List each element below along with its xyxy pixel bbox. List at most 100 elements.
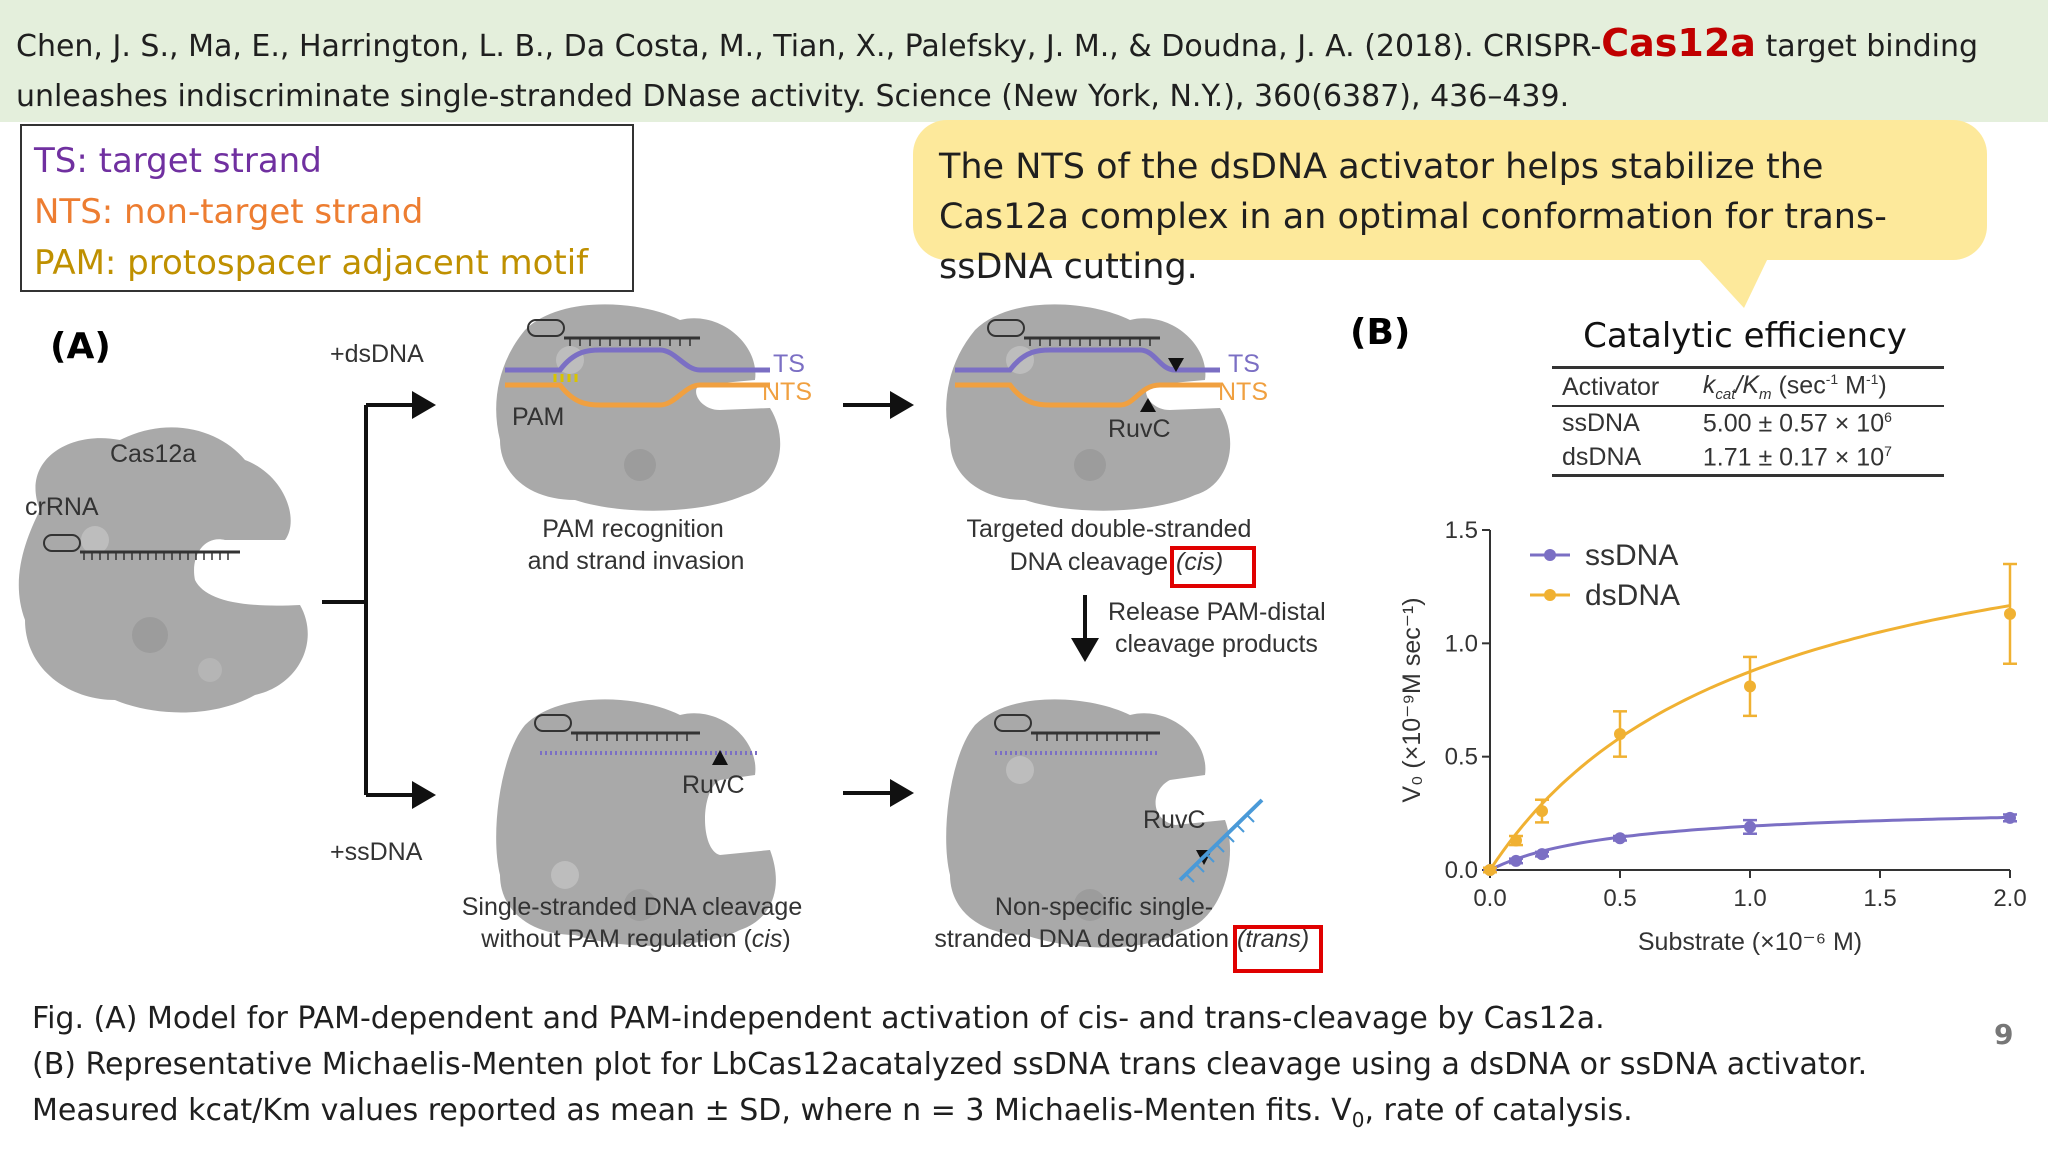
callout-text: The NTS of the dsDNA activator helps sta…: [939, 147, 1887, 287]
row-value-exp: 6: [1884, 409, 1892, 426]
col-k-sup1: -1: [1825, 371, 1839, 387]
ts-label-1: TS: [773, 350, 805, 378]
page-number: 9: [1994, 1018, 2014, 1051]
data-point-dsDNA: [2004, 607, 2016, 620]
step4-caption-l2: stranded DNA degradation: [934, 925, 1229, 953]
kcat-km-table: Activator kcat/Km (sec-1 M-1) ssDNA 5.00…: [1552, 366, 1944, 477]
x-tick-label: 0.5: [1603, 885, 1636, 912]
col-k-sub2: m: [1759, 386, 1772, 404]
step2-caption-l1: Targeted double-stranded: [967, 515, 1252, 543]
step3-caption-l1: Single-stranded DNA cleavage: [462, 893, 802, 921]
row-value-exp: 7: [1884, 442, 1892, 459]
cas12a-complex-dsdna: [496, 304, 781, 511]
arrow-head-top: [412, 391, 436, 419]
legend-marker-ssDNA: [1544, 549, 1556, 561]
citation-suffix: target binding unleashes indiscriminate …: [16, 29, 1979, 114]
trans-label: (trans): [1237, 925, 1309, 953]
caption-line-3-post: , rate of catalysis.: [1364, 1093, 1633, 1128]
cas12a-label: Cas12a: [110, 440, 196, 468]
col-activator: Activator: [1562, 372, 1660, 401]
table-row: ssDNA 5.00 ± 0.57 × 106: [1552, 406, 1944, 440]
data-point-dsDNA: [1744, 680, 1756, 693]
arrow-bottom-head: [890, 779, 914, 807]
caption-v0-sub: 0: [1351, 1108, 1365, 1132]
data-point-ssDNA: [2004, 811, 2016, 824]
table-row: dsDNA 1.71 ± 0.17 × 107: [1552, 441, 1944, 476]
step1-caption-l1: PAM recognition: [542, 515, 724, 543]
col-k-sub1: cat: [1715, 386, 1736, 404]
callout-tail: [1698, 258, 1768, 308]
citation-highlight: Cas12a: [1601, 21, 1756, 65]
y-tick-label: 1.0: [1445, 630, 1478, 657]
col-k-end: ): [1878, 371, 1887, 400]
ruvc-label-2: RuvC: [682, 771, 745, 799]
arrow-head-bottom: [412, 781, 436, 809]
catalytic-efficiency-title: Catalytic efficiency: [1583, 316, 1907, 356]
cas12a-complex-ssdna: [496, 699, 776, 946]
release-caption-l1: Release PAM-distal: [1108, 598, 1326, 626]
release-caption-l2: cleavage products: [1115, 630, 1318, 658]
panel-a-label: (A): [50, 326, 111, 367]
row-value-main: 1.71 ± 0.17 × 10: [1702, 442, 1885, 471]
y-tick-label: 1.5: [1445, 517, 1478, 544]
legend-ts: TS: target strand: [34, 141, 322, 181]
caption-line-1: Fig. (A) Model for PAM-dependent and PAM…: [32, 1001, 1605, 1036]
pam-label-1: PAM: [512, 403, 564, 431]
col-k-sup2: -1: [1865, 371, 1879, 387]
panel-a-diagram: Cas12a crRNA +dsDNA +ssDNA TS NTS PAM P: [18, 304, 1326, 953]
arrow-top-head: [890, 391, 914, 419]
y-tick-label: 0.0: [1445, 857, 1478, 884]
step3-pre: without PAM regulation (: [480, 925, 752, 953]
col-k-unit: (sec: [1771, 371, 1826, 400]
col-k: k: [1702, 371, 1716, 400]
data-point-ssDNA: [1536, 848, 1548, 861]
col-k-mid: /K: [1735, 371, 1760, 400]
y-tick-label: 0.5: [1445, 744, 1478, 771]
caption-line-3-pre: Measured kcat/Km values reported as mean: [32, 1093, 705, 1128]
caption-line-2: (B) Representative Michaelis-Menten plot…: [32, 1047, 1868, 1082]
plus-dsdna-label: +dsDNA: [330, 340, 424, 368]
data-point-dsDNA: [1484, 864, 1496, 876]
row-activator: ssDNA: [1562, 409, 1640, 438]
data-point-ssDNA: [1744, 820, 1756, 833]
callout-bubble: The NTS of the dsDNA activator helps sta…: [913, 120, 1987, 287]
branch-arrows: [322, 403, 412, 797]
arrow-down-head: [1071, 638, 1099, 662]
ruvc-label-3: RuvC: [1143, 806, 1206, 834]
y-axis-label: V₀ (×10⁻⁹M sec⁻¹): [1398, 597, 1426, 802]
trans-highlight-box: [1233, 925, 1323, 973]
nts-label-2: NTS: [1218, 378, 1268, 406]
col-kcat-km: kcat/Km (sec-1 M-1): [1693, 368, 1944, 407]
step2-caption-l2: DNA cleavage: [1010, 548, 1168, 576]
step3-post: ): [782, 925, 790, 953]
crrna-left: [43, 534, 240, 560]
citation-banner: Chen, J. S., Ma, E., Harrington, L. B., …: [0, 0, 2048, 122]
data-point-ssDNA: [1614, 832, 1626, 845]
cis-label-1: (cis): [1176, 548, 1223, 576]
x-tick-label: 1.5: [1863, 885, 1896, 912]
pm-symbol: ±: [704, 1093, 730, 1128]
x-tick-label: 2.0: [1993, 885, 2026, 912]
legend-pam: PAM: protospacer adjacent motif: [34, 243, 589, 283]
cas12a-complex-trans: [946, 699, 1264, 948]
legend-label-dsDNA: dsDNA: [1585, 579, 1680, 612]
legend-marker-dsDNA: [1544, 589, 1556, 601]
abbreviation-legend: TS: target strand NTS: non-target strand…: [20, 124, 634, 292]
ruvc-label-1: RuvC: [1108, 415, 1171, 443]
row-value: 5.00 ± 0.57 × 106: [1693, 406, 1944, 440]
data-point-dsDNA: [1510, 834, 1522, 847]
x-tick-label: 0.0: [1473, 885, 1506, 912]
figure-caption: Fig. (A) Model for PAM-dependent and PAM…: [32, 996, 1992, 1143]
x-axis-label: Substrate (×10⁻⁶ M): [1638, 928, 1862, 956]
crrna-label: crRNA: [25, 493, 99, 521]
legend-label-ssDNA: ssDNA: [1585, 539, 1678, 572]
caption-line-3: Measured kcat/Km values reported as mean…: [32, 1088, 1992, 1143]
data-point-dsDNA: [1536, 805, 1548, 818]
row-value-main: 5.00 ± 0.57 × 10: [1702, 409, 1885, 438]
nts-label-1: NTS: [762, 378, 812, 406]
cas12a-complex-cis-cleavage: [946, 304, 1231, 511]
ts-label-2: TS: [1228, 350, 1260, 378]
step3-caption-l2: without PAM regulation (cis): [480, 925, 790, 953]
